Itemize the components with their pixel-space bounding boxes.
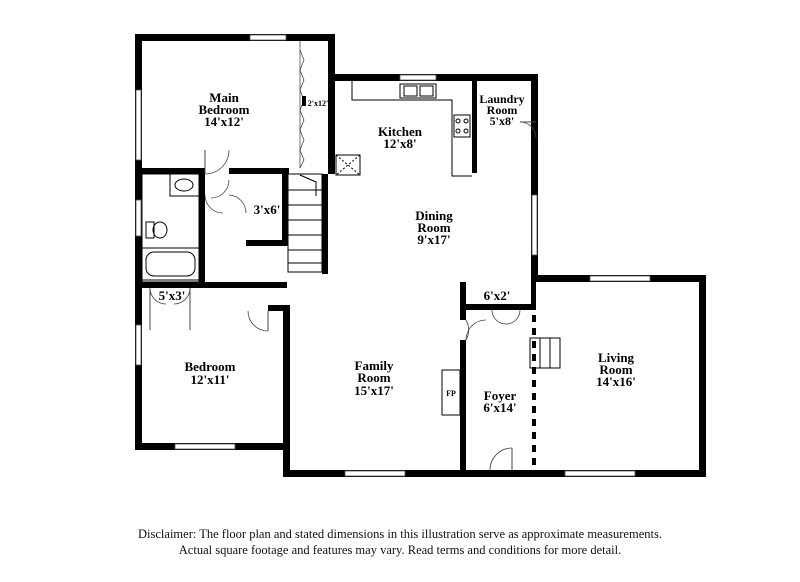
family-dims: 15'x17' [354,383,394,398]
kitchen-dims: 12'x8' [383,136,416,151]
foyer-closet-dims: 6'x2' [484,288,511,303]
family-name2: Room [357,370,390,385]
foyer-name: Foyer [484,388,517,403]
main-bedroom-name2: Bedroom [198,102,249,117]
foyer-dims: 6'x14' [483,400,516,415]
dining-dims: 9'x17' [417,232,450,247]
bedroom-name: Bedroom [184,359,235,374]
bedroom-closet-dims: 5'x3' [159,288,186,303]
interior-walls [135,81,536,477]
bedroom-dims: 12'x11' [190,372,229,387]
main-bedroom-name1: Main [209,90,239,105]
living-name2: Room [599,362,632,377]
bathtub [141,247,200,281]
kitchen-name: Kitchen [378,124,423,139]
main-bedroom-dims: 14'x12' [204,114,244,129]
family-name1: Family [355,358,394,373]
laundry-dims: 5'x8' [490,114,515,128]
disclaimer-line-2: Actual square footage and features may v… [178,543,622,557]
bathroom-fixtures [141,173,200,283]
main-closet-dims: 2'x12' [308,99,328,108]
room-labels: Main Bedroom 14'x12' 2'x12' Kitchen 12'x… [159,90,636,415]
stairs [287,173,323,273]
dining-name2: Room [417,220,450,235]
doors [149,121,537,471]
main-closet-bifold [299,41,306,169]
laundry-name1: Laundry [479,92,524,106]
fireplace-box [441,369,461,416]
stove [453,114,471,138]
vanity [169,173,200,197]
hall-closet-dims: 3'x6' [254,202,281,217]
floor-plan: Main Bedroom 14'x12' 2'x12' Kitchen 12'x… [135,34,706,477]
kitchen-counters [335,81,472,177]
disclaimer-line-1: Disclaimer: The floor plan and stated di… [138,527,662,541]
toilet [145,221,155,239]
laundry-name2: Room [487,103,518,117]
refrigerator-space [335,154,361,176]
living-bench [529,337,561,369]
living-dims: 14'x16' [596,374,636,389]
windows [135,34,651,477]
dining-name1: Dining [415,208,453,223]
living-name1: Living [598,350,635,365]
fireplace-label: FP [446,389,456,398]
